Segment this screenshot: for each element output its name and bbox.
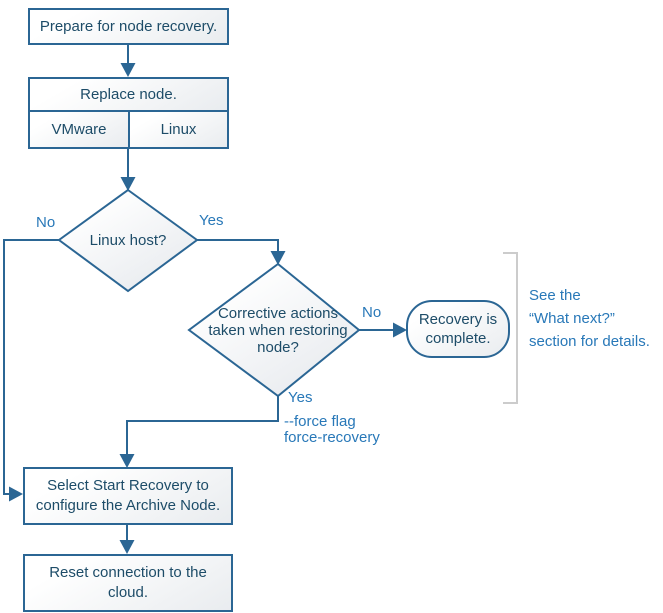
node-replace-label: Replace node. — [80, 85, 177, 103]
side-note-what-next: See the “What next?” section for details… — [529, 287, 650, 350]
force-flag-note: --force flag force-recovery — [284, 413, 380, 446]
arrowhead-down-icon — [120, 177, 136, 191]
connector-yes-branch — [197, 239, 279, 252]
arrowhead-down-icon — [119, 454, 135, 468]
cell-linux: Linux — [128, 110, 229, 149]
node-recovery-complete-label: Recovery is complete. — [418, 311, 498, 347]
node-recovery-complete: Recovery is complete. — [406, 300, 510, 358]
arrowhead-down-icon — [270, 251, 286, 265]
edge-label-no-2: No — [362, 304, 382, 321]
edge-label-yes-1: Yes — [199, 212, 224, 229]
connector-yes2-branch — [126, 396, 279, 455]
node-reset-connection-label: Reset connection to the cloud. — [49, 564, 207, 601]
bracket-icon — [503, 252, 518, 404]
edge-label-no-1: No — [36, 214, 56, 231]
cell-linux-label: Linux — [160, 121, 197, 138]
node-reset-connection: Reset connection to the cloud. — [23, 554, 233, 612]
node-replace: Replace node. — [28, 77, 229, 112]
arrowhead-right-icon — [393, 322, 407, 338]
node-select-start-recovery-label: Select Start Recovery to configure the A… — [35, 477, 221, 514]
decision-corrective-actions — [187, 262, 361, 398]
cell-vmware: VMware — [28, 110, 130, 149]
node-prepare-label: Prepare for node recovery. — [39, 17, 218, 35]
arrowhead-down-icon — [119, 540, 135, 554]
arrowhead-down-icon — [120, 63, 136, 77]
arrowhead-right-icon — [9, 486, 23, 502]
node-prepare: Prepare for node recovery. — [28, 8, 229, 45]
replace-options-row: VMware Linux — [28, 110, 229, 149]
decision-linux-host — [57, 188, 199, 293]
cell-vmware-label: VMware — [51, 121, 107, 138]
node-select-start-recovery: Select Start Recovery to configure the A… — [23, 467, 233, 525]
edge-label-yes-2: Yes — [288, 389, 313, 406]
connector-no-branch — [3, 239, 59, 495]
